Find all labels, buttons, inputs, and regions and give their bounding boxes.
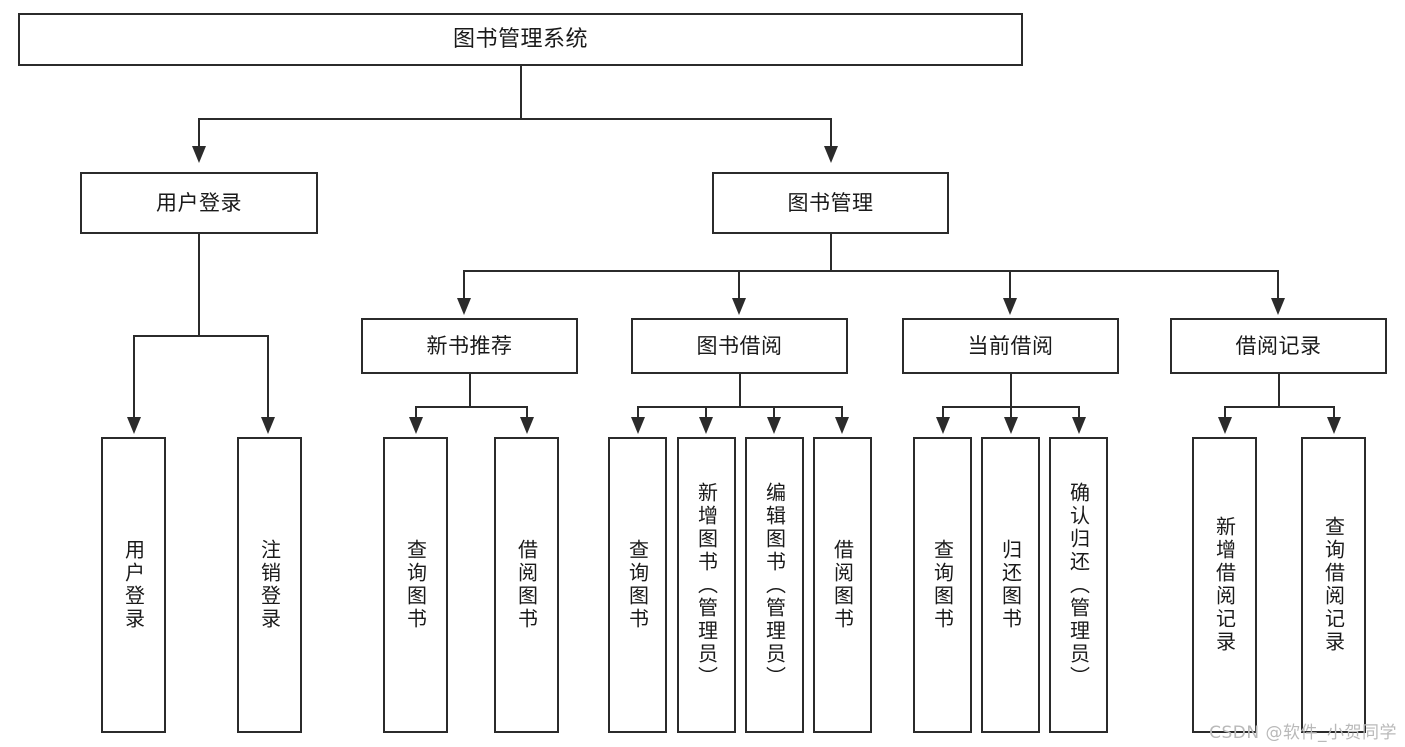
connector-user-login-stem xyxy=(198,234,200,335)
leaf-user-login-0[interactable]: 用户登录 xyxy=(101,437,166,733)
arrowhead-current-borrow-leaf-1 xyxy=(1004,417,1018,434)
node-label: 用户登录 xyxy=(121,539,146,631)
connector-current-borrow-drop-2 xyxy=(1078,406,1080,417)
connector-new-book-drop-0 xyxy=(415,406,417,417)
arrowhead-level2-2 xyxy=(1003,298,1017,315)
node-label: 注销登录 xyxy=(257,539,282,631)
node-label: 查询图书 xyxy=(930,539,955,631)
node-label: 借阅图书 xyxy=(830,539,855,631)
arrowhead-current-borrow-leaf-0 xyxy=(936,417,950,434)
leaf-book-borrow-2[interactable]: 编辑图书（管理员） xyxy=(745,437,804,733)
node-label: 新增借阅记录 xyxy=(1212,516,1237,654)
connector-borrow-record-drop-1 xyxy=(1333,406,1335,417)
arrowhead-new-book-leaf-0 xyxy=(409,417,423,434)
arrowhead-to-book-management xyxy=(824,146,838,163)
leaf-new-book-recommend-1[interactable]: 借阅图书 xyxy=(494,437,559,733)
connector-level2-drop-2 xyxy=(1009,270,1011,298)
arrowhead-book-borrow-leaf-0 xyxy=(631,417,645,434)
node-book-borrow[interactable]: 图书借阅 xyxy=(631,318,848,374)
node-label: 图书借阅 xyxy=(696,333,783,358)
connector-level1-bar xyxy=(198,118,832,120)
node-borrow-record[interactable]: 借阅记录 xyxy=(1170,318,1387,374)
node-label: 查询图书 xyxy=(625,539,650,631)
node-new-book-recommend[interactable]: 新书推荐 xyxy=(361,318,578,374)
connector-borrow-record-stem xyxy=(1278,374,1280,406)
connector-user-login-bar xyxy=(133,335,269,337)
connector-book-borrow-drop-3 xyxy=(841,406,843,417)
connector-level2-drop-3 xyxy=(1277,270,1279,298)
connector-borrow-record-drop-0 xyxy=(1224,406,1226,417)
leaf-book-borrow-3[interactable]: 借阅图书 xyxy=(813,437,872,733)
leaf-book-borrow-0[interactable]: 查询图书 xyxy=(608,437,667,733)
csdn-watermark: CSDN @软件_小贺同学 xyxy=(1209,723,1397,743)
connector-level1-drop-1 xyxy=(830,118,832,146)
leaf-borrow-record-1[interactable]: 查询借阅记录 xyxy=(1301,437,1366,733)
leaf-user-login-1[interactable]: 注销登录 xyxy=(237,437,302,733)
connector-root-stem xyxy=(520,66,522,118)
connector-new-book-drop-1 xyxy=(526,406,528,417)
node-label: 当前借阅 xyxy=(967,333,1054,358)
connector-book-management-stem xyxy=(830,234,832,270)
node-label: 查询图书 xyxy=(403,539,428,631)
leaf-current-borrow-0[interactable]: 查询图书 xyxy=(913,437,972,733)
arrowhead-book-borrow-leaf-3 xyxy=(835,417,849,434)
node-label: 确认归还（管理员） xyxy=(1066,481,1091,689)
node-label: 图书管理系统 xyxy=(452,26,588,52)
connector-level2-drop-1 xyxy=(738,270,740,298)
node-label: 新增图书（管理员） xyxy=(694,481,719,689)
arrowhead-borrow-record-leaf-0 xyxy=(1218,417,1232,434)
connector-level2-drop-0 xyxy=(463,270,465,298)
leaf-current-borrow-1[interactable]: 归还图书 xyxy=(981,437,1040,733)
node-label: 编辑图书（管理员） xyxy=(762,481,787,689)
connector-current-borrow-drop-1 xyxy=(1010,406,1012,417)
arrowhead-to-user-login xyxy=(192,146,206,163)
connector-level2-bar xyxy=(463,270,1277,272)
arrowhead-current-borrow-leaf-2 xyxy=(1072,417,1086,434)
node-label: 借阅图书 xyxy=(514,539,539,631)
connector-book-borrow-drop-0 xyxy=(637,406,639,417)
connector-new-book-stem xyxy=(469,374,471,406)
arrowhead-book-borrow-leaf-2 xyxy=(767,417,781,434)
connector-user-login-drop-0 xyxy=(133,335,135,417)
connector-level1-drop-0 xyxy=(198,118,200,146)
leaf-new-book-recommend-0[interactable]: 查询图书 xyxy=(383,437,448,733)
leaf-borrow-record-0[interactable]: 新增借阅记录 xyxy=(1192,437,1257,733)
node-label: 新书推荐 xyxy=(426,333,513,358)
connector-book-borrow-drop-1 xyxy=(705,406,707,417)
arrowhead-level2-1 xyxy=(732,298,746,315)
connector-current-borrow-stem xyxy=(1010,374,1012,406)
node-user-login[interactable]: 用户登录 xyxy=(80,172,318,234)
node-label: 借阅记录 xyxy=(1235,333,1322,358)
connector-user-login-drop-1 xyxy=(267,335,269,417)
connector-book-borrow-stem xyxy=(739,374,741,406)
connector-book-borrow-bar xyxy=(637,406,843,408)
arrowhead-user-login-leaf-1 xyxy=(261,417,275,434)
arrowhead-borrow-record-leaf-1 xyxy=(1327,417,1341,434)
arrowhead-new-book-leaf-1 xyxy=(520,417,534,434)
node-current-borrow[interactable]: 当前借阅 xyxy=(902,318,1119,374)
node-root-book-management-system[interactable]: 图书管理系统 xyxy=(18,13,1023,66)
arrowhead-level2-0 xyxy=(457,298,471,315)
node-book-management[interactable]: 图书管理 xyxy=(712,172,949,234)
node-label: 查询借阅记录 xyxy=(1321,516,1346,654)
node-label: 归还图书 xyxy=(998,539,1023,631)
connector-book-borrow-drop-2 xyxy=(773,406,775,417)
node-label: 图书管理 xyxy=(787,190,874,215)
connector-new-book-bar xyxy=(415,406,528,408)
arrowhead-user-login-leaf-0 xyxy=(127,417,141,434)
arrowhead-book-borrow-leaf-1 xyxy=(699,417,713,434)
leaf-current-borrow-2[interactable]: 确认归还（管理员） xyxy=(1049,437,1108,733)
connector-borrow-record-bar xyxy=(1224,406,1335,408)
arrowhead-level2-3 xyxy=(1271,298,1285,315)
leaf-book-borrow-1[interactable]: 新增图书（管理员） xyxy=(677,437,736,733)
connector-current-borrow-drop-0 xyxy=(942,406,944,417)
node-label: 用户登录 xyxy=(156,190,242,215)
